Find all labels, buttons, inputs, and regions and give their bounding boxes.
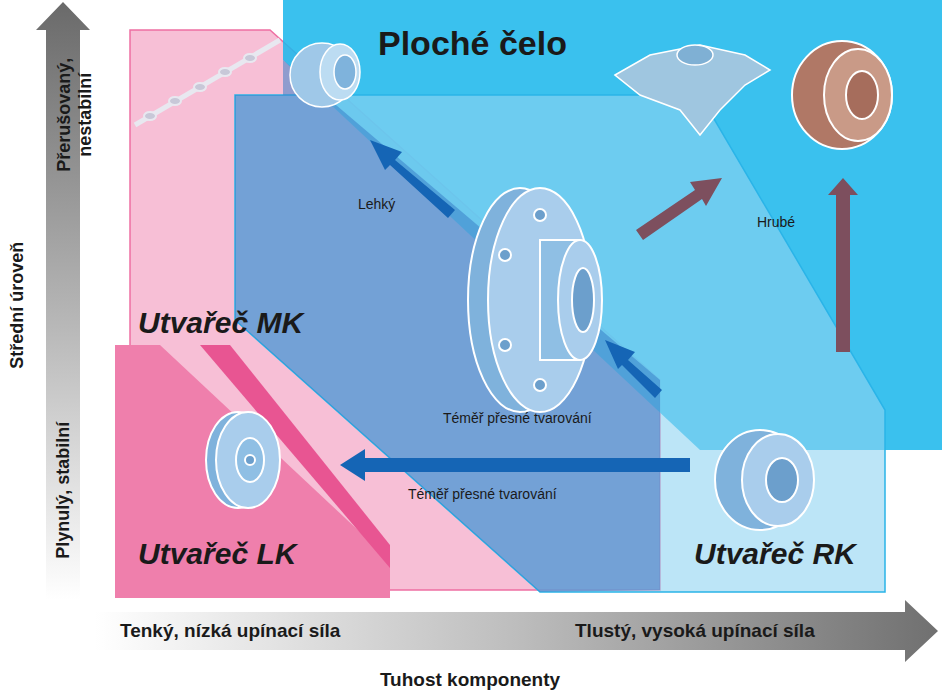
axis-label: Tenký, nízká upínací síla bbox=[120, 620, 340, 642]
region-title: Utvařeč RK bbox=[694, 537, 856, 571]
flange-picture bbox=[468, 188, 602, 412]
wheel-picture bbox=[206, 412, 280, 508]
region-node: Utvařeč MK bbox=[138, 306, 303, 340]
region-node: Utvařeč RK bbox=[694, 537, 856, 571]
hub-picture bbox=[290, 43, 360, 107]
blue-arrows bbox=[340, 140, 690, 481]
bracket-picture bbox=[615, 45, 770, 135]
region-node: Utvařeč LK bbox=[138, 537, 296, 571]
axis-label: Tlustý, vysoká upínací síla bbox=[575, 620, 815, 642]
axis-title: Střední úroveň bbox=[7, 205, 28, 405]
region-title: Utvařeč LK bbox=[138, 537, 296, 571]
region-title: Ploché čelo bbox=[378, 24, 567, 63]
cylinder-picture bbox=[792, 41, 892, 149]
camshaft-picture bbox=[135, 40, 280, 125]
axis-label: Plynulý, stabilní bbox=[53, 390, 74, 590]
axis-label: Přerušovaný, nestabilní bbox=[54, 30, 95, 200]
rk-cylinder-picture bbox=[715, 430, 814, 530]
brown-arrows bbox=[636, 178, 858, 352]
region-node: Ploché čelo bbox=[378, 24, 567, 63]
arrow-label: Téměř přesné tvarování bbox=[408, 486, 557, 502]
horizontal-axis-arrow bbox=[95, 600, 938, 662]
arrow-label: Téměř přesné tvarování bbox=[443, 410, 592, 426]
lk-region bbox=[115, 345, 390, 598]
arrow-label: Hrubé bbox=[757, 214, 795, 230]
region-title: Utvařeč MK bbox=[138, 306, 303, 340]
axis-title: Tuhost komponenty bbox=[380, 669, 560, 691]
arrow-label: Lehký bbox=[358, 196, 395, 212]
